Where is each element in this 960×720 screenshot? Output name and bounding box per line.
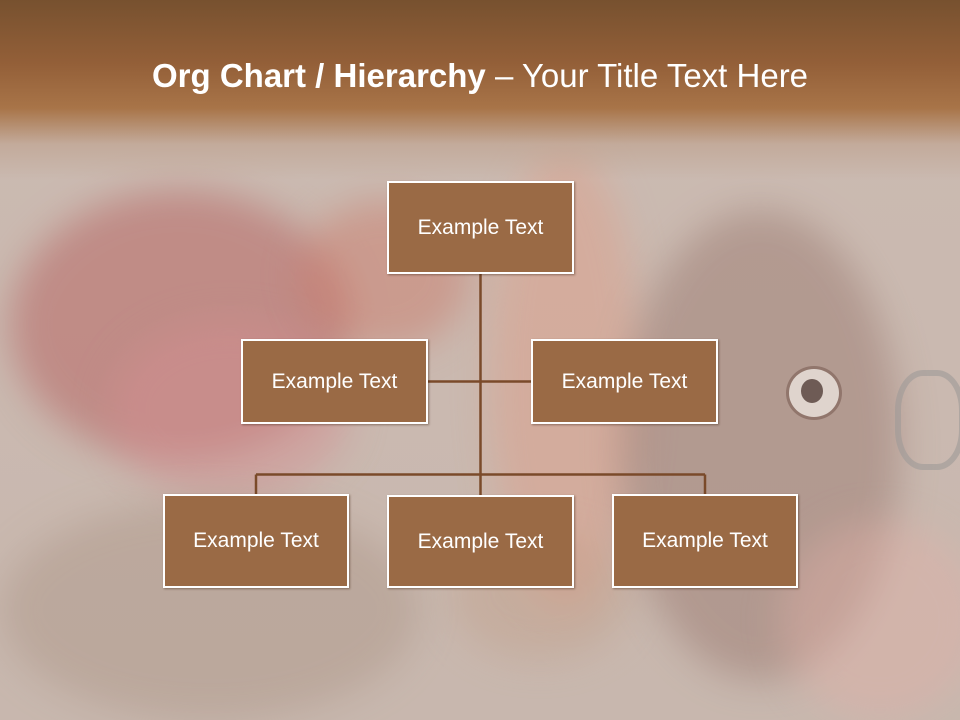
title-regular-part: – Your Title Text Here xyxy=(485,57,809,94)
title-bold-part: Org Chart / Hierarchy xyxy=(152,57,486,94)
org-node-child-right[interactable]: Example Text xyxy=(612,494,798,588)
org-node-child-left[interactable]: Example Text xyxy=(163,494,349,588)
graffiti-color-shape xyxy=(780,520,960,720)
header-band xyxy=(0,0,960,180)
org-node-child-center[interactable]: Example Text xyxy=(387,495,574,588)
slide-title: Org Chart / Hierarchy – Your Title Text … xyxy=(152,54,912,98)
graffiti-eye-shape xyxy=(786,366,842,420)
graffiti-face-shape xyxy=(620,210,900,680)
org-node-top[interactable]: Example Text xyxy=(387,181,574,274)
org-node-assistant-right[interactable]: Example Text xyxy=(531,339,718,424)
org-node-assistant-left[interactable]: Example Text xyxy=(241,339,428,424)
